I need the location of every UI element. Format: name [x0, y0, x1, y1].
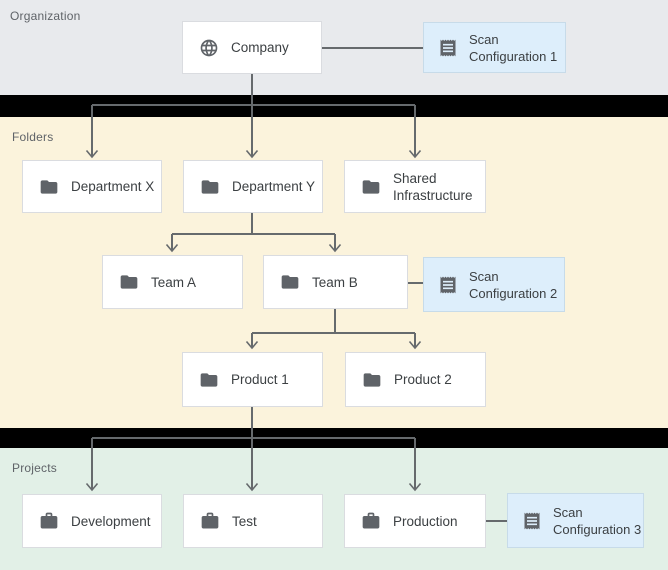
node-label: Company	[231, 40, 289, 55]
folder-icon	[119, 272, 139, 292]
node-label: Test	[232, 513, 257, 529]
briefcase-icon	[361, 511, 381, 531]
node-company: Company	[182, 21, 322, 74]
node-label: Department Y	[232, 179, 316, 194]
node-label: Scan Configuration 2	[469, 268, 558, 301]
node-label: Product 1	[231, 372, 289, 387]
node-shared-infrastructure: Shared Infrastructure	[344, 160, 486, 213]
node-scan-configuration-3: Scan Configuration 3	[507, 493, 644, 548]
globe-icon	[199, 38, 219, 58]
node-label: Product 2	[394, 372, 452, 387]
node-scan-configuration-1: Scan Configuration 1	[423, 22, 566, 73]
receipt-icon	[438, 275, 458, 295]
projects-section-label: Projects	[12, 461, 57, 475]
node-test: Test	[183, 494, 323, 548]
folder-icon	[362, 370, 382, 390]
node-label: Scan Configuration 3	[553, 504, 642, 537]
node-team-a: Team A	[102, 255, 243, 309]
node-label: Production	[393, 513, 458, 529]
folders-section-label: Folders	[12, 130, 54, 144]
receipt-icon	[522, 511, 542, 531]
folder-icon	[361, 177, 381, 197]
node-label: Team A	[151, 274, 197, 290]
node-label: Department X	[71, 179, 155, 194]
organization-section-label: Organization	[10, 9, 81, 23]
folder-icon	[280, 272, 300, 292]
folder-icon	[39, 177, 59, 197]
node-team-b: Team B	[263, 255, 408, 309]
node-product-1: Product 1	[182, 352, 323, 407]
node-scan-configuration-2: Scan Configuration 2	[423, 257, 565, 312]
node-label: Development	[71, 513, 151, 529]
node-production: Production	[344, 494, 486, 548]
folder-icon	[200, 177, 220, 197]
node-label: Scan Configuration 1	[469, 31, 558, 64]
node-department-x: Department X	[22, 160, 162, 213]
receipt-icon	[438, 38, 458, 58]
node-label: Shared Infrastructure	[393, 170, 473, 203]
briefcase-icon	[39, 511, 59, 531]
node-product-2: Product 2	[345, 352, 486, 407]
node-label: Team B	[312, 274, 358, 290]
node-department-y: Department Y	[183, 160, 323, 213]
folder-icon	[199, 370, 219, 390]
node-development: Development	[22, 494, 162, 548]
briefcase-icon	[200, 511, 220, 531]
